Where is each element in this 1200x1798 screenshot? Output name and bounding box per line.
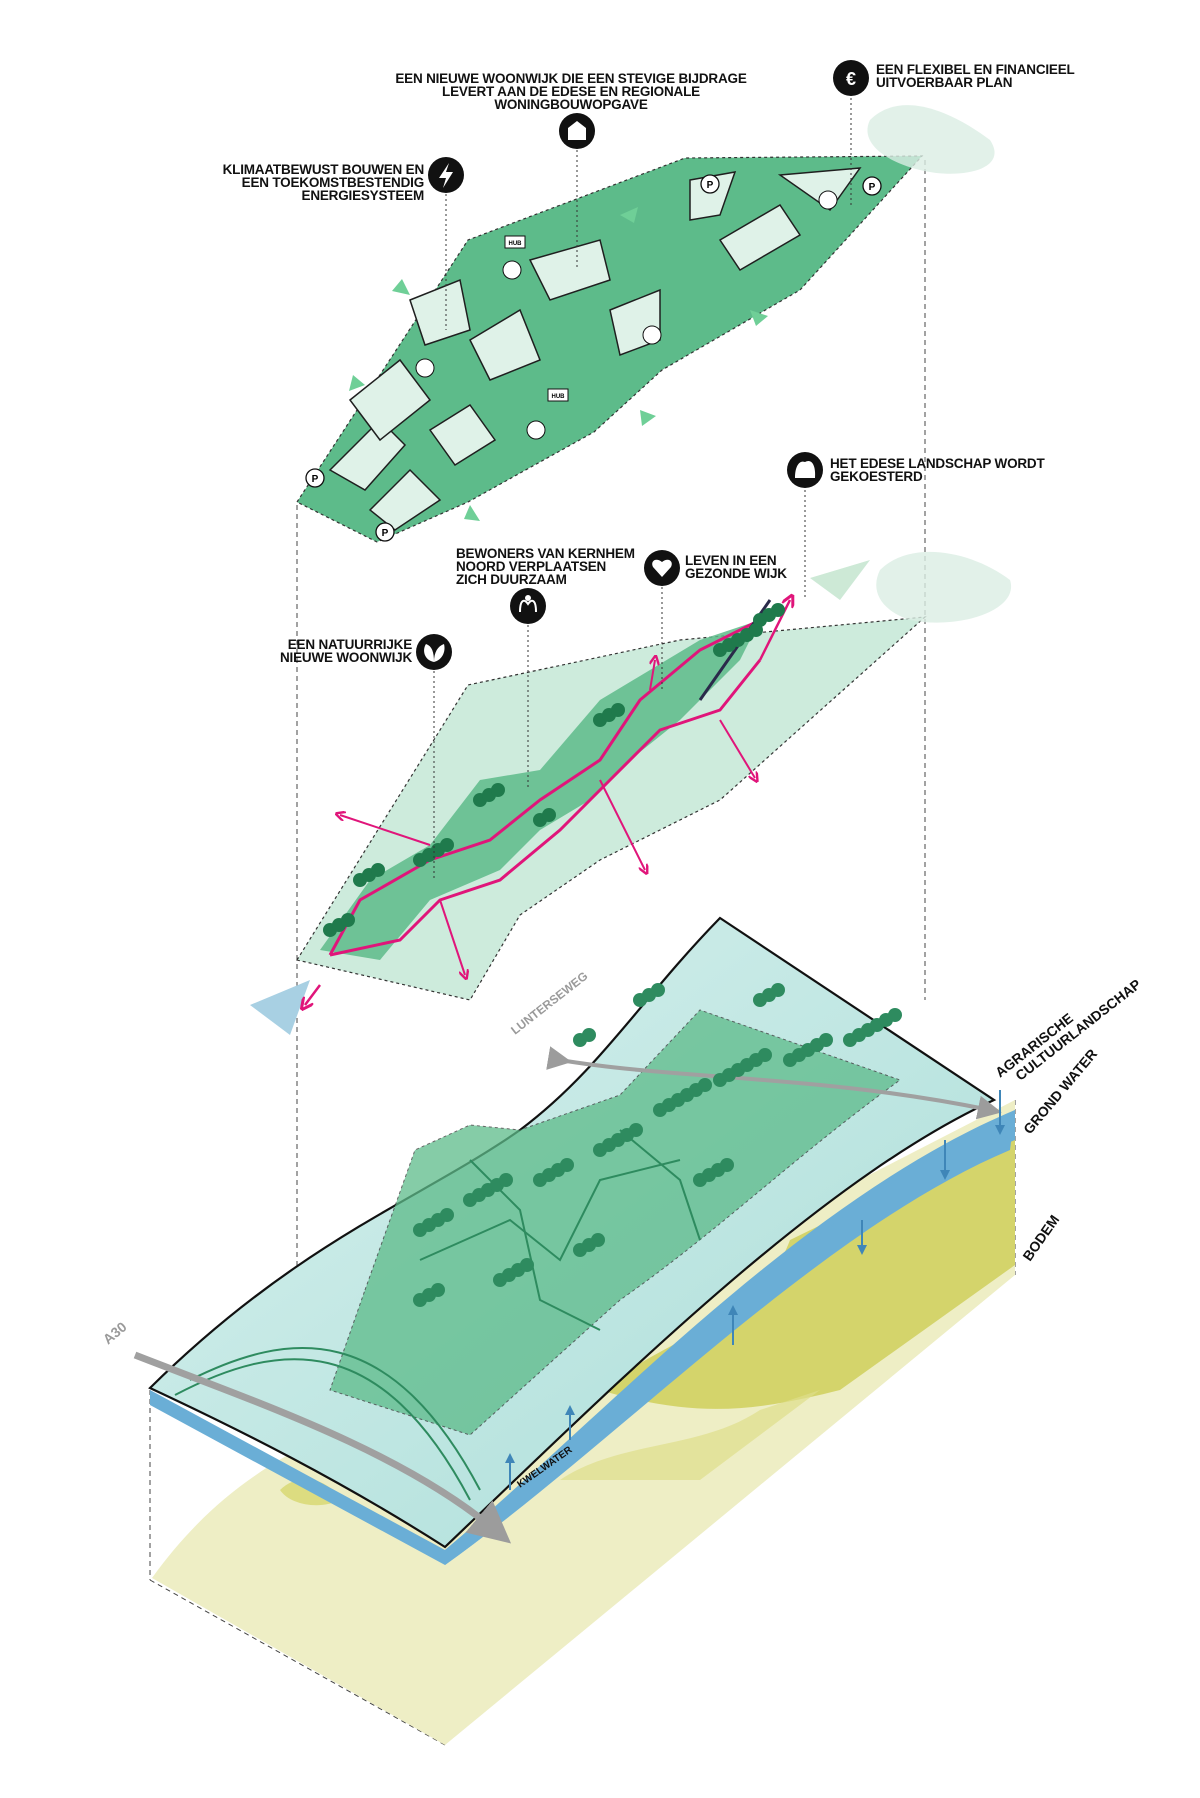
community-icon (502, 260, 522, 280)
flow-arrow (810, 560, 870, 600)
tree-icon (629, 1123, 643, 1137)
lunterseweg-road (546, 1046, 1002, 1120)
svg-text:HUB: HUB (509, 241, 523, 247)
parking-icon: P (700, 174, 720, 194)
leaves-icon (416, 634, 452, 670)
tree-icon (819, 1033, 833, 1047)
flow-arrows (349, 207, 768, 521)
community-icon (818, 190, 838, 210)
tree-icon (431, 1283, 445, 1297)
label-bodem: BODEM (1019, 1212, 1062, 1264)
tree-icon (771, 983, 785, 997)
map-markers: P P P P HUB HUB (305, 174, 882, 542)
tree-icon (888, 1008, 902, 1022)
landscape-slab (133, 916, 1005, 1549)
tree-icon (520, 1258, 534, 1272)
community-icon (642, 325, 662, 345)
community-icon (526, 420, 546, 440)
flow-arrow (250, 980, 310, 1035)
callout-woonwijk: EEN NIEUWE WOONWIJK DIE EEN STEVIGE BIJD… (395, 71, 747, 149)
parking-icon: P (862, 176, 882, 196)
hub-icon: HUB (504, 235, 526, 249)
landscape-icon (787, 452, 823, 488)
tree-silhouette (867, 105, 995, 174)
svg-text:P: P (382, 528, 389, 539)
lightning-icon (428, 157, 464, 193)
svg-text:P: P (869, 182, 876, 193)
tree-icon (560, 1158, 574, 1172)
tree-icon (440, 838, 454, 852)
tree-cluster (323, 603, 785, 937)
tree-silhouette (876, 551, 1012, 623)
community-icon (415, 358, 435, 378)
tree-icon (582, 1028, 596, 1042)
tree-icon (440, 1208, 454, 1222)
tree-cluster (413, 983, 902, 1307)
svg-text:€: € (846, 69, 856, 89)
svg-text:HUB: HUB (552, 394, 566, 400)
groundwater-layer (150, 1110, 1015, 1565)
house-icon (559, 113, 595, 149)
heart-icon (644, 550, 680, 586)
svg-text:P: P (312, 474, 319, 485)
tree-icon (651, 983, 665, 997)
tree-icon (758, 1048, 772, 1062)
euro-icon: € (833, 60, 869, 96)
tree-icon (491, 783, 505, 797)
tree-icon (341, 913, 355, 927)
tree-icon (720, 1158, 734, 1172)
tree-icon (698, 1078, 712, 1092)
hands-plant-icon (510, 588, 546, 624)
tree-icon (499, 1173, 513, 1187)
label-lunterseweg: LUNTERSEWEG (508, 969, 590, 1038)
leader-lines (433, 98, 852, 880)
tree-icon (591, 1233, 605, 1247)
tree-icon (611, 703, 625, 717)
parking-icon: P (375, 522, 395, 542)
a30-road (133, 1351, 512, 1544)
svg-text:EEN NIEUWE WOONWIJK DIE EEN ST: EEN NIEUWE WOONWIJK DIE EEN STEVIGE BIJD… (395, 71, 746, 112)
tree-icon (542, 808, 556, 822)
urban-plan-layer: P P P P HUB HUB (296, 155, 924, 543)
parking-icon: P (305, 468, 325, 488)
label-a30: A30 (100, 1318, 130, 1347)
svg-text:P: P (707, 180, 714, 191)
green-structure-layer (250, 560, 927, 1035)
tree-icon (371, 863, 385, 877)
hub-icon: HUB (547, 388, 569, 402)
tree-icon (771, 603, 785, 617)
